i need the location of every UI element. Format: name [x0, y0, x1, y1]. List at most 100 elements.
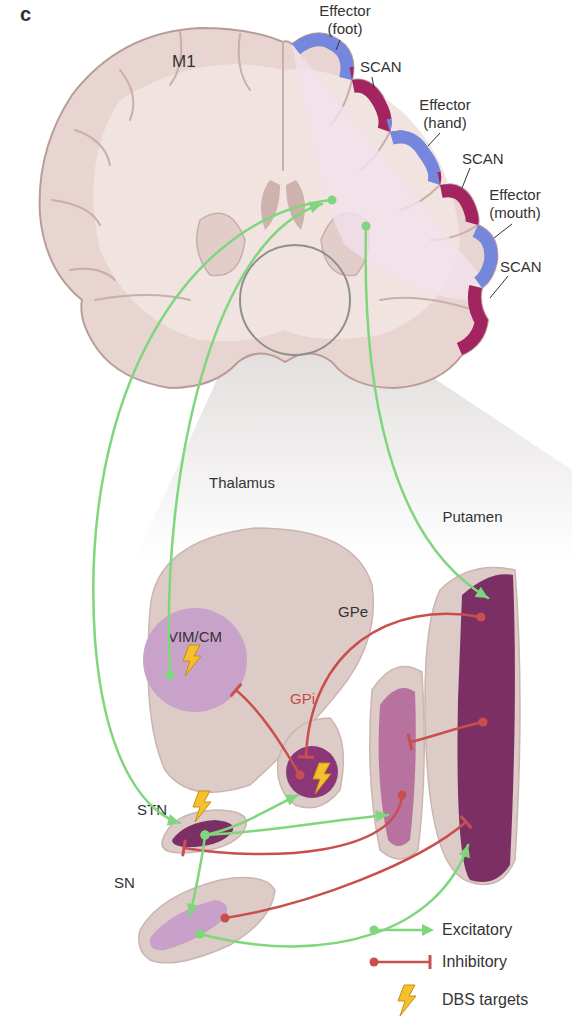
- connector-origin: [201, 831, 210, 840]
- node-fill: [278, 718, 344, 808]
- connector-line: [200, 845, 468, 946]
- region-label: SCAN: [500, 258, 542, 276]
- leader-lines: [336, 40, 512, 298]
- leader-line: [336, 40, 340, 50]
- leader-line: [462, 168, 470, 188]
- panel-letter: c: [20, 2, 31, 26]
- arrow-head: [187, 903, 199, 916]
- motor-cortex: [292, 33, 500, 355]
- sulcus: [95, 295, 190, 300]
- excitatory-connector: [201, 795, 299, 840]
- inhibitory-connector: [299, 613, 485, 758]
- node-label: VIM/CM: [143, 628, 247, 646]
- connector-line: [410, 722, 483, 742]
- node-shape: [278, 718, 344, 808]
- node-fill: [425, 568, 520, 885]
- connector-origin: [166, 671, 175, 680]
- sulcus: [282, 42, 284, 170]
- node-label: Thalamus: [182, 474, 302, 492]
- leader-line: [428, 133, 440, 146]
- region-label: SCAN: [462, 150, 504, 168]
- node-outline: [110, 870, 280, 970]
- arrow-head: [309, 202, 322, 214]
- connector-origin: [477, 613, 486, 622]
- legend-excitatory-line: [374, 929, 426, 932]
- node-shape: [162, 810, 247, 853]
- sulcus: [70, 269, 115, 280]
- excitatory-connector: [166, 202, 323, 680]
- sulcus: [75, 130, 110, 165]
- region-label: Effector (mouth): [480, 186, 550, 222]
- node-fill: [162, 810, 247, 853]
- inhibitory-connector: [408, 718, 487, 749]
- node-label: Putamen: [420, 508, 525, 526]
- sulcus: [239, 34, 250, 90]
- node-label: STN: [137, 801, 167, 819]
- arrow-head: [459, 845, 470, 858]
- legend-inhibitory-line: [374, 961, 430, 964]
- scan-band: [462, 288, 488, 355]
- excitatory-connector: [93, 196, 336, 826]
- leader-line: [490, 276, 508, 298]
- node-fill: [370, 666, 424, 859]
- connector-origin: [362, 222, 371, 231]
- excitatory-connector: [196, 845, 470, 946]
- connector-line: [93, 200, 332, 823]
- effector-band: [478, 225, 497, 288]
- sulcus: [120, 70, 133, 120]
- arrow-head: [475, 587, 488, 598]
- arrow-head: [167, 814, 180, 826]
- brain-outline: [40, 28, 498, 388]
- inhibit-bar: [183, 841, 185, 855]
- connector-origin: [196, 930, 205, 939]
- gpi-shape: GPi: [270, 685, 350, 820]
- scan-band: [440, 184, 479, 225]
- legend-text: Inhibitory: [442, 952, 507, 971]
- node-fill: [458, 574, 515, 882]
- connector-line: [190, 835, 205, 916]
- node-fill: [139, 878, 275, 963]
- connector-line: [225, 822, 466, 918]
- legend-excitatory-dot: [370, 926, 379, 935]
- node-outline: [330, 600, 430, 865]
- region-label: Effector (hand): [410, 96, 480, 132]
- inhibitory-connector: [221, 817, 471, 923]
- connector-origin: [201, 831, 210, 840]
- excitatory-connector: [362, 222, 489, 599]
- effector-band: [390, 130, 441, 185]
- node-shape: [139, 878, 275, 963]
- connector-origin: [479, 718, 488, 727]
- ventricle: [286, 180, 305, 230]
- arrow-head: [376, 810, 388, 822]
- stn-shape: STN: [125, 795, 250, 860]
- node-label: GPi: [290, 690, 315, 708]
- node-fill: [150, 900, 227, 950]
- node-shape: [425, 568, 520, 885]
- brain-region: M1: [30, 20, 520, 390]
- connector-line: [205, 795, 298, 835]
- inhibit-bar: [299, 755, 313, 759]
- sn-shape: SN: [110, 870, 280, 970]
- connector-origin: [328, 196, 337, 205]
- region-label: Effector (foot): [310, 2, 380, 38]
- sulcus: [52, 200, 100, 225]
- region-label: SCAN: [360, 58, 402, 76]
- connector-origin: [221, 914, 230, 923]
- inhibitory-connector: [183, 791, 407, 855]
- node-label: M1: [172, 52, 196, 72]
- node-label: GPe: [338, 603, 368, 621]
- excitatory-connector: [187, 831, 210, 917]
- node-fill: [286, 746, 338, 798]
- excitatory-connector: [201, 810, 389, 839]
- node-outline: [420, 505, 525, 895]
- connector-origin: [398, 791, 407, 800]
- dbs-bolt: [313, 763, 331, 794]
- leader-line: [494, 224, 512, 238]
- node-label: SN: [114, 874, 135, 892]
- magnifier-circle: [240, 245, 350, 355]
- node-fill: [379, 688, 416, 846]
- nucleus-circle: VIM/CM: [143, 608, 247, 712]
- connector-line: [306, 614, 481, 757]
